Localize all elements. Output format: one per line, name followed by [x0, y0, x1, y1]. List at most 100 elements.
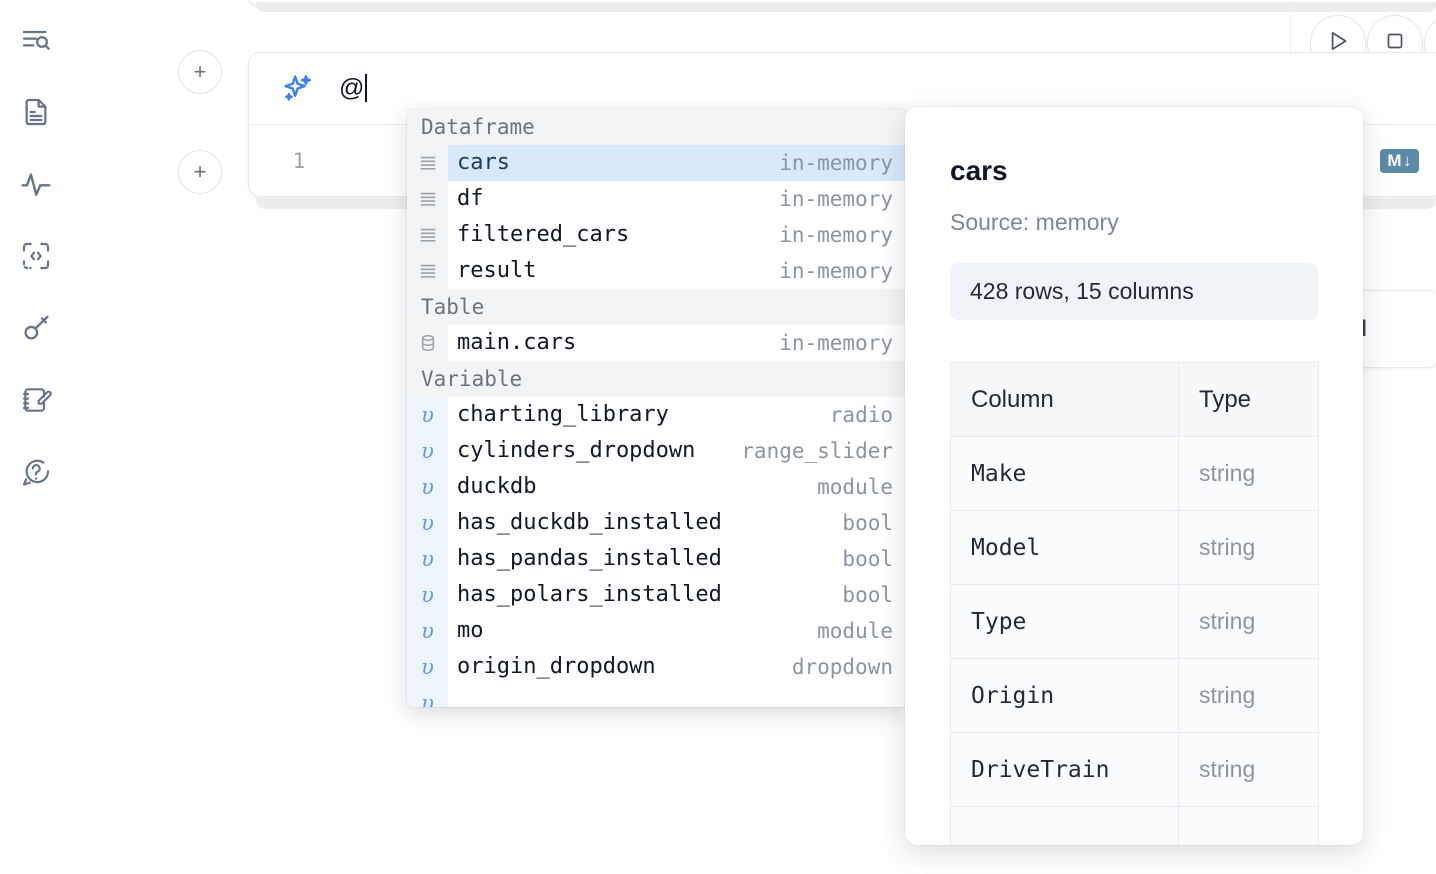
variable-icon: υ: [407, 649, 448, 685]
autocomplete-item-name: has_duckdb_installed: [457, 510, 722, 535]
variable-icon: υ: [407, 613, 448, 649]
docs-title: cars: [950, 155, 1008, 186]
sidebar-item-secrets[interactable]: [14, 306, 58, 350]
activity-icon: [20, 168, 52, 200]
database-icon: [407, 325, 448, 361]
autocomplete-item-body: filtered_cars in-memory: [448, 217, 907, 253]
table-rows-icon: [407, 145, 448, 181]
text-caret: [365, 74, 368, 102]
autocomplete-item-name: result: [457, 258, 537, 283]
docs-shape-badge: 428 rows, 15 columns: [950, 263, 1318, 320]
autocomplete-item-meta: in-memory: [779, 187, 893, 211]
sidebar-item-notebook[interactable]: [14, 90, 58, 134]
sparkle-ai-icon: [281, 72, 315, 106]
autocomplete-item-meta: in-memory: [779, 331, 893, 355]
variable-icon: υ: [407, 541, 448, 577]
autocomplete-item[interactable]: υ has_polars_installed bool: [407, 577, 907, 613]
autocomplete-item-body: result in-memory: [448, 253, 907, 289]
docs-column-type: string: [1178, 658, 1319, 733]
plus-icon: +: [193, 59, 207, 84]
docs-column-type: string: [1178, 436, 1319, 511]
variable-icon: υ: [407, 397, 448, 433]
table-rows-icon: [407, 253, 448, 289]
sidebar-item-explore[interactable]: [14, 18, 58, 62]
markdown-letter: M: [1387, 151, 1402, 170]
autocomplete-item-name: [448, 685, 893, 707]
autocomplete-item[interactable]: result in-memory: [407, 253, 907, 289]
sidebar-item-snippets[interactable]: [14, 234, 58, 278]
autocomplete-item-meta: bool: [842, 547, 893, 571]
variable-icon: υ: [407, 577, 448, 613]
docs-column-name: Type: [950, 584, 1179, 659]
docs-column-name: [950, 806, 1179, 845]
sidebar-item-scratchpad[interactable]: [14, 378, 58, 422]
autocomplete-item-body: df in-memory: [448, 181, 907, 217]
plus-icon: +: [193, 159, 207, 184]
autocomplete-item-meta: dropdown: [791, 655, 893, 679]
table-rows-icon: [407, 181, 448, 217]
markdown-arrow: ↓: [1403, 151, 1412, 170]
autocomplete-item-body: has_polars_installed bool: [448, 577, 907, 613]
autocomplete-item-meta: bool: [842, 511, 893, 535]
autocomplete-item-meta: in-memory: [779, 223, 893, 247]
sidebar-item-help[interactable]: [14, 450, 58, 494]
autocomplete-item-meta: range_slider: [741, 439, 893, 463]
autocomplete-item-name: duckdb: [457, 474, 537, 499]
docs-table-header: Column: [950, 362, 1179, 437]
docs-source: Source: memory: [950, 209, 1119, 235]
docs-column-name: Make: [950, 436, 1179, 511]
autocomplete-item-name: has_polars_installed: [457, 582, 722, 607]
autocomplete-item-meta: module: [817, 619, 893, 643]
docs-column-name: Model: [950, 510, 1179, 585]
completion-docs-panel: cars Source: memory 428 rows, 15 columns…: [905, 107, 1363, 845]
autocomplete-item-name: charting_library: [457, 402, 669, 427]
square-stop-icon: [1383, 29, 1407, 58]
autocomplete-item-name: df: [457, 186, 484, 211]
ai-prompt-input[interactable]: @: [339, 74, 368, 103]
autocomplete-item-meta: bool: [842, 583, 893, 607]
autocomplete-item[interactable]: df in-memory: [407, 181, 907, 217]
autocomplete-item-name: cylinders_dropdown: [457, 438, 696, 463]
autocomplete-item-name: cars: [448, 145, 780, 181]
autocomplete-item-name: filtered_cars: [457, 222, 630, 247]
document-icon: [20, 96, 52, 128]
variable-icon: υ: [407, 685, 448, 707]
docs-column-name: DriveTrain: [950, 732, 1179, 807]
table-rows-icon: [407, 217, 448, 253]
markdown-convert-badge[interactable]: M ↓: [1380, 149, 1419, 173]
autocomplete-item-meta: in-memory: [779, 259, 893, 283]
sidebar-item-runtime[interactable]: [14, 162, 58, 206]
code-brackets-icon: [20, 240, 52, 272]
ai-prompt-value: @: [339, 74, 365, 102]
add-cell-below-button[interactable]: +: [178, 150, 222, 194]
autocomplete-item-name: origin_dropdown: [457, 654, 656, 679]
variable-icon: υ: [407, 469, 448, 505]
sidebar: [0, 0, 72, 874]
autocomplete-item[interactable]: υ origin_dropdown dropdown: [407, 649, 907, 685]
autocomplete-item-partial[interactable]: υ: [407, 685, 907, 707]
add-cell-above-button[interactable]: +: [178, 50, 222, 94]
docs-table-row-partial: [950, 806, 1319, 845]
docs-table-header: Type: [1178, 362, 1319, 437]
notebook-pencil-icon: [20, 384, 52, 416]
docs-column-type: string: [1178, 732, 1319, 807]
autocomplete-item[interactable]: filtered_cars in-memory: [407, 217, 907, 253]
docs-column-name: Origin: [950, 658, 1179, 733]
